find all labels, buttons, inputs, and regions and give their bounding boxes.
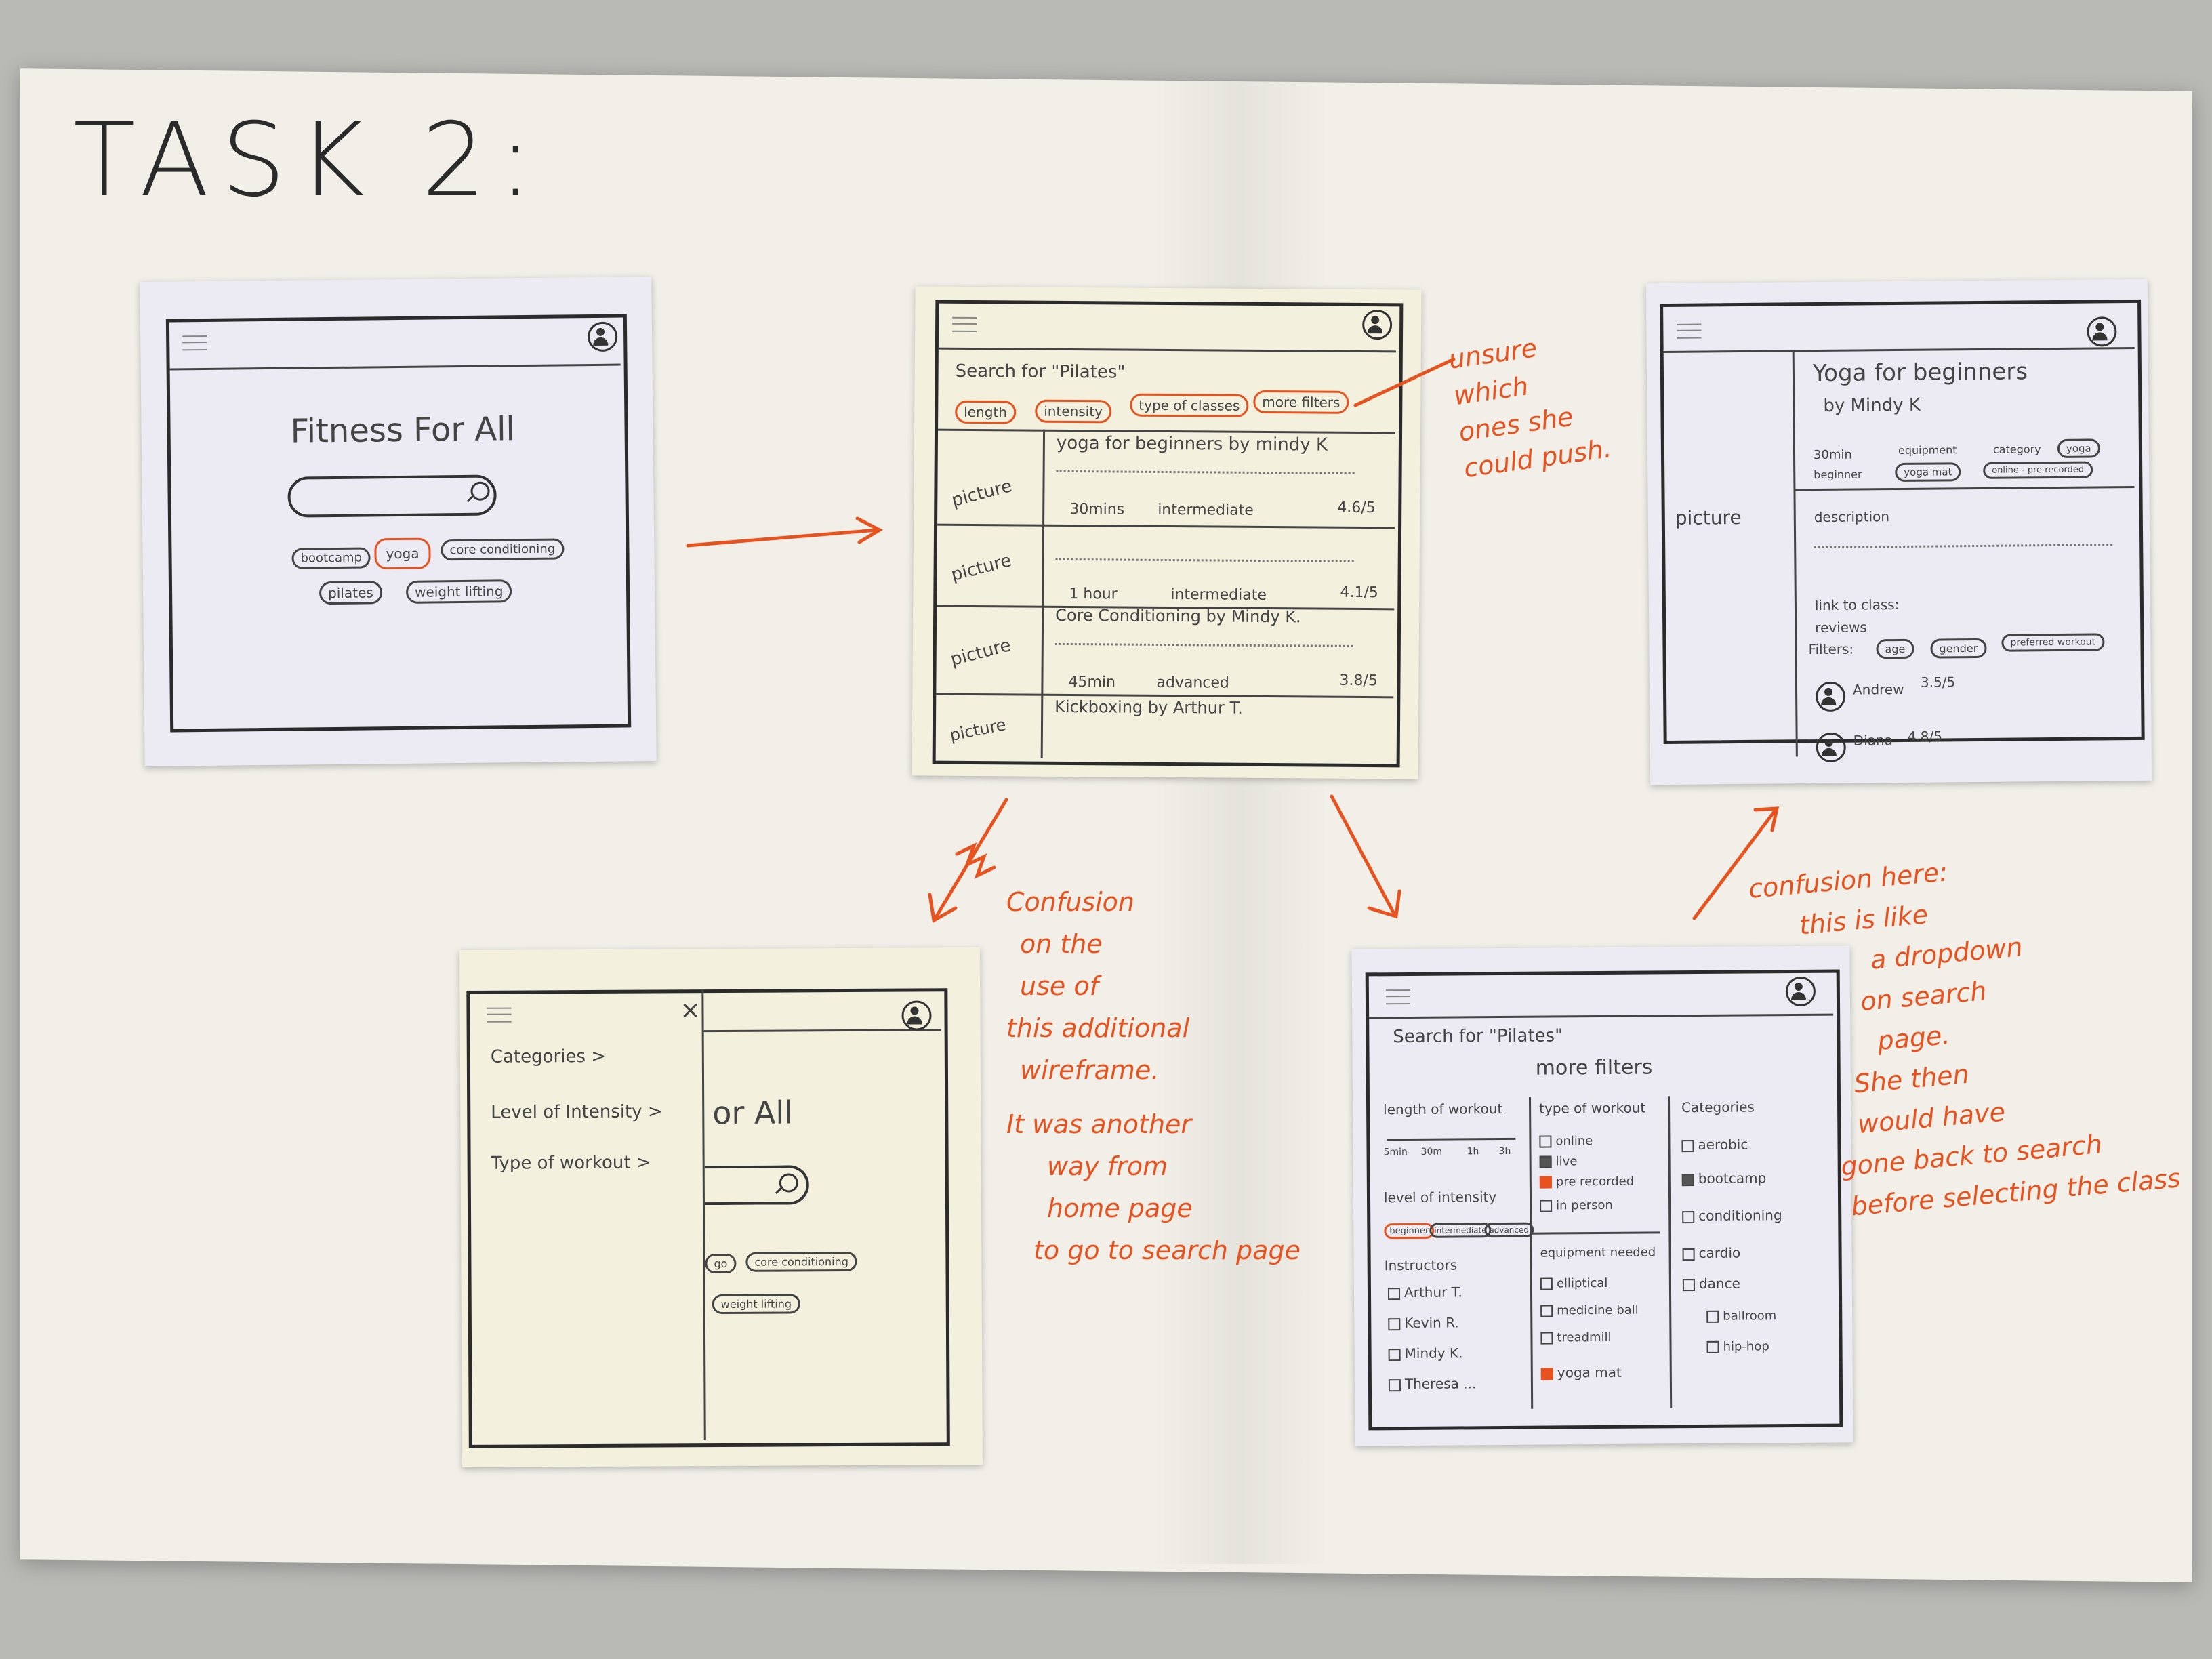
task-title: TASK 2: <box>73 102 545 220</box>
arrow-filters-to-detail <box>1692 806 1780 920</box>
annotation-line: home page <box>1047 1193 1193 1223</box>
annotation-line: It was another <box>1006 1109 1192 1139</box>
annotation-line: use of <box>1020 971 1099 1001</box>
arrow-results-to-filters <box>1330 794 1401 919</box>
annotation-line: Confusion <box>1006 887 1135 917</box>
annotation-line: this additional <box>1006 1013 1190 1043</box>
scribble <box>955 842 996 879</box>
annotation-line: to go to search page <box>1033 1235 1300 1265</box>
annotation-line: wireframe. <box>1020 1055 1160 1085</box>
arrow-more-filters-callout <box>1353 357 1456 407</box>
arrow-home-to-results <box>686 516 884 548</box>
annotation-line: way from <box>1047 1151 1168 1181</box>
annotation-confusion-menu: Confusion on the use of this additional … <box>1006 881 1300 1271</box>
annotation-line: on the <box>1020 929 1103 959</box>
